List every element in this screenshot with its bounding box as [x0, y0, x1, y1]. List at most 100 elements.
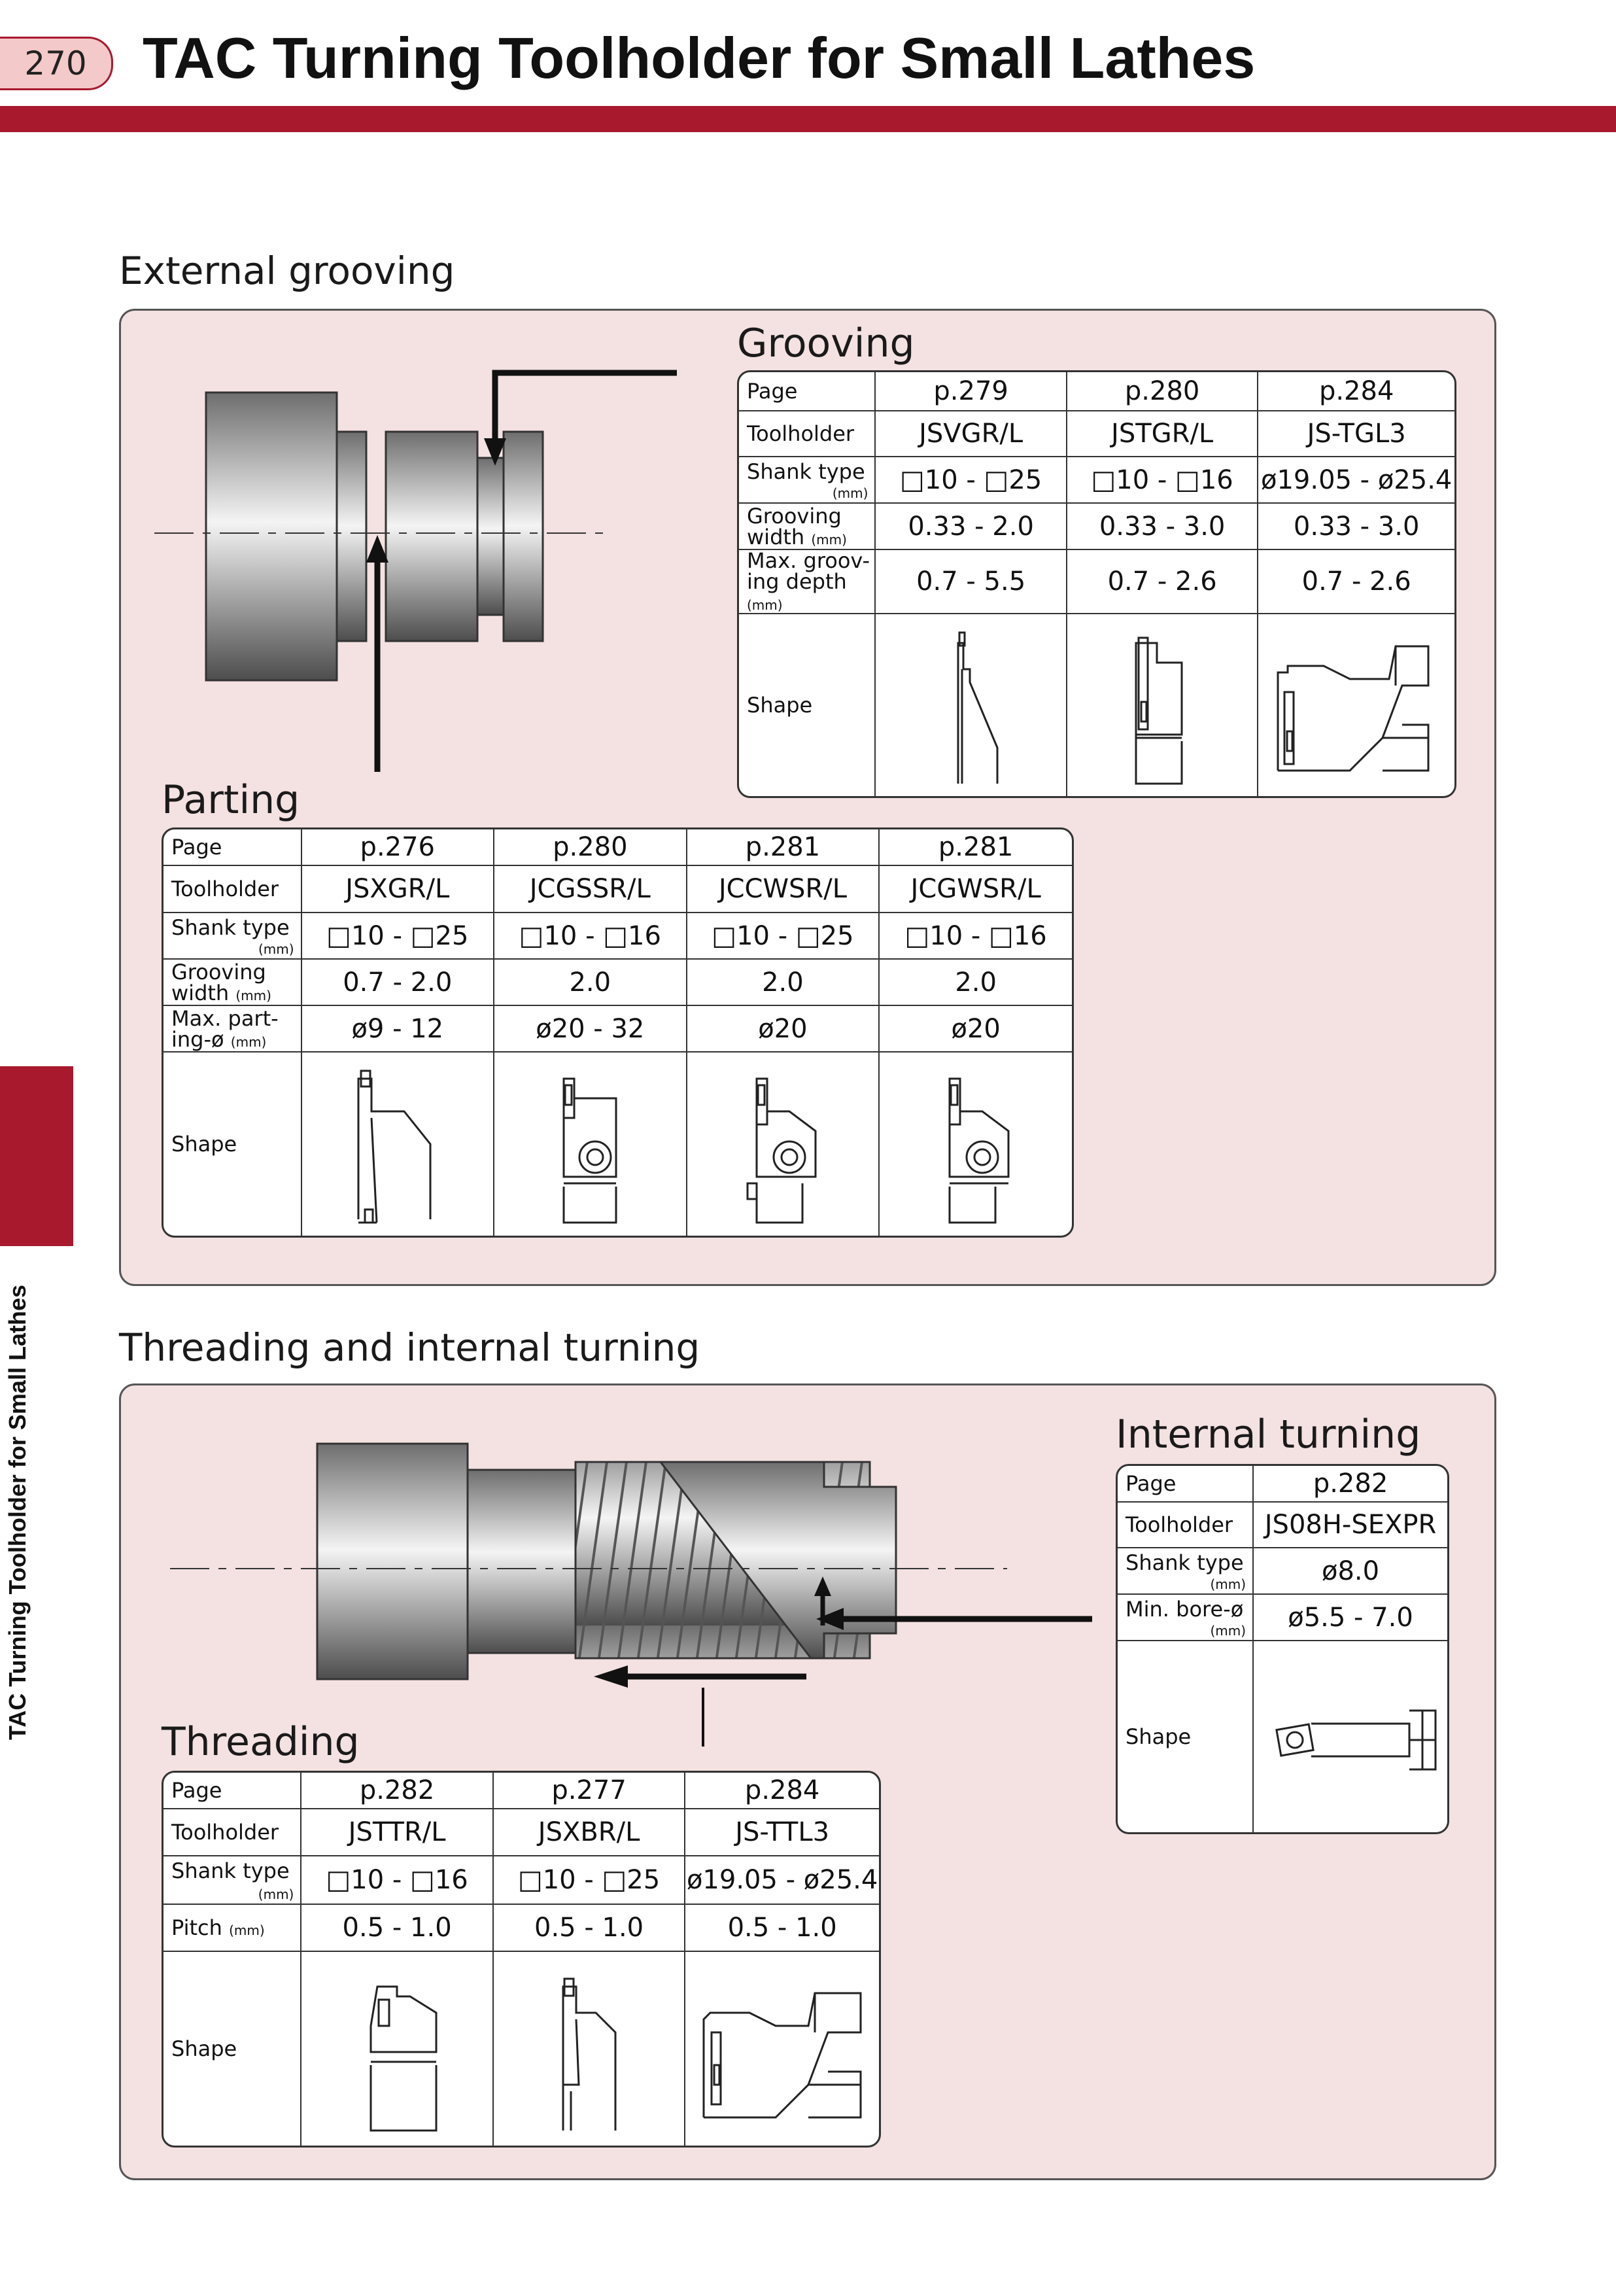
shank-value: ø19.05 - ø25.4: [1258, 457, 1454, 504]
label-line: Max. groov-: [747, 548, 870, 573]
shank-label-text: Shank type: [747, 459, 865, 484]
shank-value: ø19.05 - ø25.4: [685, 1856, 879, 1905]
depth-value: 0.7 - 5.5: [876, 550, 1067, 614]
shape-cell: [302, 1052, 495, 1236]
tool-shape-icon: [562, 1077, 617, 1224]
parting-table: Page p.276 p.280 p.281 p.281 Toolholder …: [162, 827, 1074, 1238]
page-ref: p.284: [1258, 372, 1454, 411]
grooving-table: Page p.279 p.280 p.284 Toolholder JSVGR/…: [737, 370, 1456, 798]
page-ref: p.276: [301, 829, 495, 866]
table-row: Min. bore-ø (mm) ø5.5 - 7.0: [1118, 1595, 1447, 1641]
row-label-page: Page: [163, 1773, 302, 1809]
page-ref: p.282: [1254, 1466, 1447, 1503]
row-label-pitch: Pitch (mm): [163, 1905, 302, 1952]
page-number-badge: 270: [0, 37, 113, 90]
subheading-threading: Threading: [162, 1719, 360, 1765]
side-tab-label: TAC Turning Toolholder for Small Lathes: [4, 1285, 31, 1740]
toolholder-code: JSVGR/L: [876, 411, 1067, 457]
page-ref: p.280: [494, 829, 687, 866]
toolholder-code: JSTTR/L: [301, 1809, 494, 1856]
shank-label-text: Shank type: [171, 1858, 290, 1883]
toolholder-code: JCGWSR/L: [880, 866, 1072, 913]
tool-shape-icon: [1275, 1709, 1437, 1771]
page-ref: p.281: [687, 829, 880, 866]
shape-cell: [301, 1952, 494, 2146]
width-value: 0.33 - 3.0: [1067, 504, 1259, 550]
label-line: Max. part-: [171, 1005, 279, 1031]
header-rule: [0, 106, 1616, 132]
threading-illustration: [170, 1442, 1092, 1747]
table-row: Page p.276 p.280 p.281 p.281: [163, 829, 1072, 866]
shank-label-text: Shank type: [1126, 1550, 1244, 1575]
row-label-shape: Shape: [163, 1952, 302, 2146]
tool-shape-icon: [370, 1985, 438, 2132]
width-value: 0.33 - 2.0: [876, 504, 1067, 550]
toolholder-code: JSXBR/L: [493, 1809, 686, 1856]
side-tab-marker: [0, 1066, 73, 1246]
subheading-parting: Parting: [162, 777, 300, 823]
width-value: 0.33 - 3.0: [1258, 504, 1454, 550]
toolholder-code: JS-TGL3: [1258, 411, 1454, 457]
tool-shape-icon: [948, 1077, 1010, 1224]
tool-shape-icon: [702, 1992, 862, 2119]
toolholder-code: JS-TTL3: [685, 1809, 879, 1856]
unit-label: (mm): [258, 941, 294, 957]
section-heading-threading-internal: Threading and internal turning: [119, 1325, 700, 1370]
table-row: Shape: [739, 614, 1454, 796]
table-row: Shape: [163, 1052, 1072, 1236]
internal-turning-table: Page p.282 Toolholder JS08H-SEXPR Shank …: [1116, 1464, 1449, 1834]
table-row: Page p.279 p.280 p.284: [739, 372, 1454, 411]
table-row: Shape: [163, 1952, 879, 2146]
page-ref: p.281: [880, 829, 1072, 866]
threading-table: Page p.282 p.277 p.284 Toolholder JSTTR/…: [162, 1771, 881, 2148]
side-tab: TAC Turning Toolholder for Small Lathes: [4, 1262, 56, 1740]
tool-shape-icon: [1277, 645, 1430, 772]
page-ref: p.277: [493, 1773, 686, 1809]
row-label-shank: Shank type (mm): [163, 1856, 302, 1905]
tool-shape-icon: [1135, 636, 1183, 785]
row-label-toolholder: Toolholder: [739, 411, 876, 457]
page-title: TAC Turning Toolholder for Small Lathes: [143, 26, 1256, 90]
bore-label-text: Min. bore-ø: [1126, 1597, 1244, 1622]
row-label-page: Page: [739, 372, 876, 411]
pitch-value: 0.5 - 1.0: [493, 1905, 686, 1952]
toolholder-code: JS08H-SEXPR: [1254, 1503, 1447, 1548]
unit-label: (mm): [229, 1922, 265, 1938]
shank-label-text: Shank type: [171, 915, 290, 940]
row-label-page: Page: [163, 829, 302, 866]
shape-cell: [494, 1052, 687, 1236]
bore-value: ø5.5 - 7.0: [1254, 1595, 1447, 1641]
row-label-shank: Shank type (mm): [739, 457, 876, 504]
table-row: Shank type (mm) □10 - □25 □10 - □16 □10 …: [163, 913, 1072, 960]
label-line: ing-ø: [171, 1026, 224, 1052]
toolholder-code: JCGSSR/L: [494, 866, 687, 913]
shank-value: □10 - □16: [301, 1856, 494, 1905]
row-label-grooving-depth: Max. groov- ing depth (mm): [739, 550, 876, 614]
unit-label: (mm): [258, 1887, 294, 1902]
unit-label: (mm): [832, 485, 868, 501]
shank-value: □10 - □25: [687, 913, 880, 960]
table-row: Toolholder JSTTR/L JSXBR/L JS-TTL3: [163, 1809, 879, 1856]
table-row: Toolholder JSVGR/L JSTGR/L JS-TGL3: [739, 411, 1454, 457]
width-value: 0.7 - 2.0: [301, 960, 495, 1006]
page-ref: p.280: [1067, 372, 1259, 411]
tool-shape-icon: [746, 1077, 817, 1224]
dia-value: ø20: [880, 1006, 1072, 1052]
shape-cell: [1258, 614, 1454, 796]
shape-cell: [685, 1952, 879, 2146]
table-row: Pitch (mm) 0.5 - 1.0 0.5 - 1.0 0.5 - 1.0: [163, 1905, 879, 1952]
shank-value: □10 - □25: [301, 913, 495, 960]
tool-shape-icon: [957, 631, 999, 784]
shank-value: □10 - □25: [493, 1856, 686, 1905]
table-row: Shank type (mm) □10 - □25 □10 - □16 ø19.…: [739, 457, 1454, 504]
table-row: Toolholder JS08H-SEXPR: [1118, 1503, 1447, 1548]
toolholder-code: JCCWSR/L: [687, 866, 880, 913]
row-label-toolholder: Toolholder: [1118, 1503, 1254, 1548]
shank-value: □10 - □16: [880, 913, 1072, 960]
label-line: width: [747, 524, 805, 549]
table-row: Shank type (mm) ø8.0: [1118, 1548, 1447, 1595]
unit-label: (mm): [1210, 1576, 1246, 1592]
shape-cell: [1067, 614, 1259, 796]
shank-value: ø8.0: [1254, 1548, 1447, 1595]
width-value: 2.0: [880, 960, 1072, 1006]
